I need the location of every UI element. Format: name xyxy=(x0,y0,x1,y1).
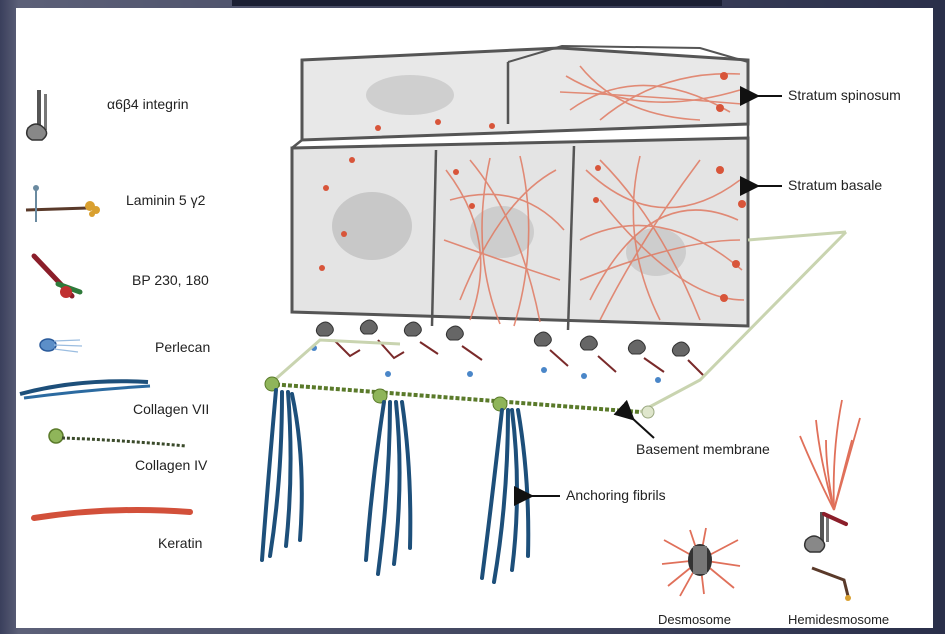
legend-collagen4-label: Collagen IV xyxy=(135,457,208,473)
legend-laminin-label: Laminin 5 γ2 xyxy=(126,192,206,208)
laminin-icon xyxy=(26,185,100,222)
collagen4-icon xyxy=(49,429,186,446)
legend-bp-label: BP 230, 180 xyxy=(132,272,209,288)
legend-keratin-label: Keratin xyxy=(158,535,202,551)
callout-stratum-basale: Stratum basale xyxy=(788,177,882,193)
bp-icon xyxy=(34,256,80,298)
callout-stratum-spinosum: Stratum spinosum xyxy=(788,87,901,103)
keratin-icon xyxy=(34,510,190,518)
legend-integrin-label: α6β4 integrin xyxy=(107,96,189,112)
callout-basement-membrane: Basement membrane xyxy=(636,441,770,457)
callout-hemidesmosome: Hemidesmosome xyxy=(788,612,889,627)
collagen7-icon xyxy=(20,381,150,398)
callout-anchoring-fibrils: Anchoring fibrils xyxy=(566,487,666,503)
perlecan-icon xyxy=(40,339,82,352)
integrin-icon xyxy=(27,90,47,140)
legend: α6β4 integrin Laminin 5 γ2 BP 230, 180 P… xyxy=(20,90,210,551)
hemidesmosome-row xyxy=(311,320,704,383)
legend-collagen7-label: Collagen VII xyxy=(133,401,209,417)
stratum-spinosum-block xyxy=(302,46,748,140)
anchoring-fibrils xyxy=(262,390,528,582)
stratum-basale-block xyxy=(292,124,748,330)
hemidesmosome-illustration xyxy=(800,400,860,601)
legend-perlecan-label: Perlecan xyxy=(155,339,210,355)
callout-desmosome: Desmosome xyxy=(658,612,731,627)
desmosome-illustration xyxy=(662,528,740,596)
